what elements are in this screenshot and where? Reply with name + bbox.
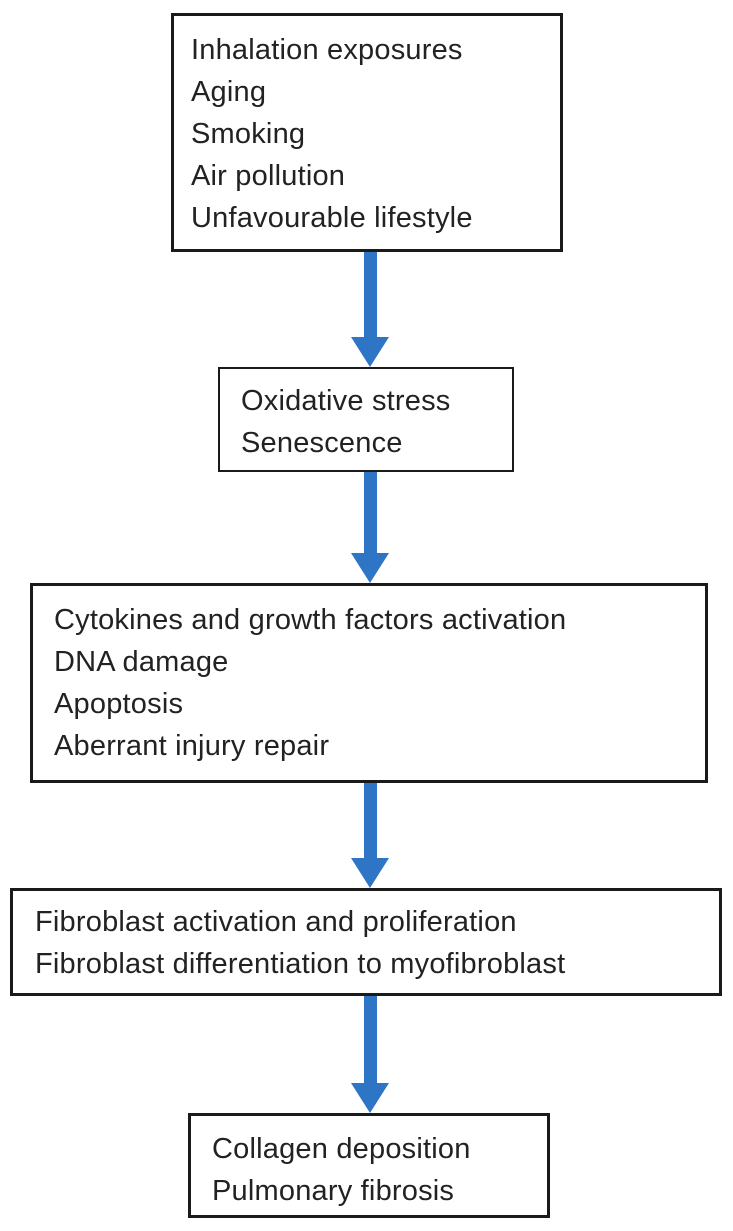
flow-box-oxidative-stress: Oxidative stress Senescence (218, 367, 514, 472)
arrow-shaft (363, 783, 377, 858)
flow-box-line: Smoking (191, 118, 306, 150)
flow-box-fibroblast: Fibroblast activation and proliferation … (10, 888, 722, 996)
flow-box-line: Senescence (241, 427, 403, 459)
arrow-shaft (363, 472, 377, 553)
arrow-down-icon (351, 783, 389, 888)
flow-box-line: Pulmonary fibrosis (212, 1175, 455, 1207)
arrow-head (351, 858, 389, 888)
flow-box-line: Unfavourable lifestyle (191, 202, 473, 234)
flow-box-line: Collagen deposition (212, 1133, 471, 1165)
arrow-down-icon (351, 472, 389, 583)
flow-box-line: Aging (191, 76, 267, 108)
arrow-head (351, 553, 389, 583)
flow-box-line: Air pollution (191, 160, 346, 192)
flow-box-line: Cytokines and growth factors activation (54, 604, 567, 636)
flow-box-cytokines: Cytokines and growth factors activation … (30, 583, 708, 783)
arrow-down-icon (351, 252, 389, 367)
flow-box-exposures: Inhalation exposures Aging Smoking Air p… (171, 13, 563, 252)
flow-box-line: Inhalation exposures (191, 34, 463, 66)
arrow-head (351, 337, 389, 367)
flow-box-line: Fibroblast activation and proliferation (35, 906, 517, 938)
flow-box-line: Oxidative stress (241, 385, 451, 417)
arrow-shaft (363, 252, 377, 337)
arrow-head (351, 1083, 389, 1113)
flow-box-line: DNA damage (54, 646, 229, 678)
flow-box-line: Apoptosis (54, 688, 184, 720)
flow-box-fibrosis: Collagen deposition Pulmonary fibrosis (188, 1113, 550, 1218)
flow-box-line: Fibroblast differentiation to myofibrobl… (35, 948, 566, 980)
arrow-shaft (363, 996, 377, 1083)
flow-box-line: Aberrant injury repair (54, 730, 330, 762)
arrow-down-icon (351, 996, 389, 1113)
